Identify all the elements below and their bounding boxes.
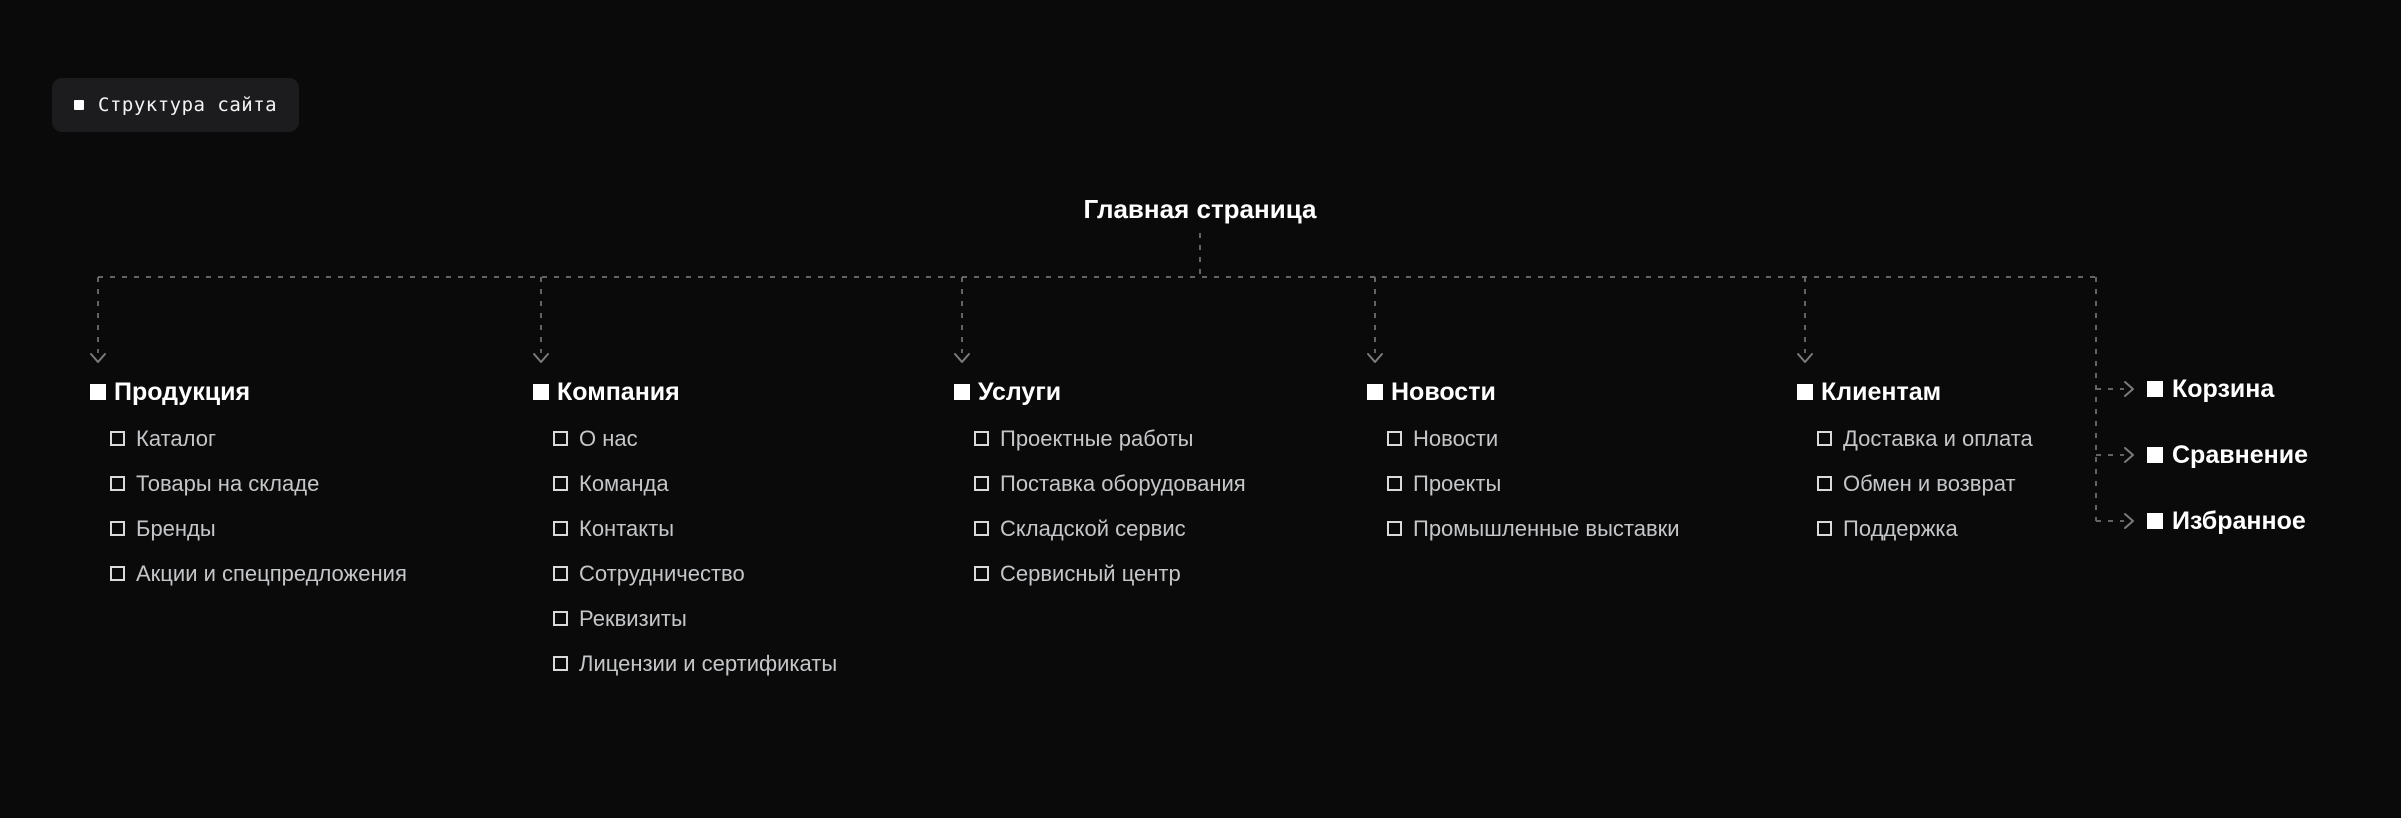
item-label: Контакты <box>579 515 675 541</box>
hollow-square-icon <box>110 521 125 536</box>
hollow-square-icon <box>974 521 989 536</box>
section-header[interactable]: Услуги <box>954 377 1246 407</box>
item-label: О нас <box>579 425 638 451</box>
item-label: Каталог <box>136 425 216 451</box>
quick-link-favorites[interactable]: Избранное <box>2147 507 2306 535</box>
hollow-square-icon <box>553 431 568 446</box>
filled-square-icon <box>1367 384 1383 400</box>
hollow-square-icon <box>974 476 989 491</box>
item-label: Доставка и оплата <box>1843 425 2033 451</box>
hollow-square-icon <box>1817 476 1832 491</box>
hollow-square-icon <box>1387 521 1402 536</box>
section-item[interactable]: Доставка и оплата <box>1817 425 2033 452</box>
hollow-square-icon <box>110 566 125 581</box>
hollow-square-icon <box>553 611 568 626</box>
section-item[interactable]: Промышленные выставки <box>1387 515 1680 542</box>
section-item[interactable]: Сотрудничество <box>553 560 837 587</box>
section-item[interactable]: Товары на складе <box>110 470 407 497</box>
section-item[interactable]: Складской сервис <box>974 515 1246 542</box>
section-label: Компания <box>557 377 680 406</box>
filled-square-icon <box>2147 381 2163 397</box>
section-item[interactable]: Лицензии и сертификаты <box>553 650 837 677</box>
hollow-square-icon <box>974 566 989 581</box>
section-item[interactable]: Каталог <box>110 425 407 452</box>
item-label: Товары на складе <box>136 470 320 496</box>
hollow-square-icon <box>553 521 568 536</box>
item-label: Команда <box>579 470 669 496</box>
item-label: Поддержка <box>1843 515 1958 541</box>
section-item[interactable]: Сервисный центр <box>974 560 1246 587</box>
item-label: Промышленные выставки <box>1413 515 1680 541</box>
structure-badge[interactable]: Структура сайта <box>52 78 300 132</box>
section-company: Компания О нас Команда Контакты Сотрудни… <box>533 377 837 677</box>
item-label: Реквизиты <box>579 605 687 631</box>
section-item[interactable]: Проектные работы <box>974 425 1246 452</box>
quick-link-label: Избранное <box>2172 506 2306 535</box>
item-label: Обмен и возврат <box>1843 470 2016 496</box>
item-label: Новости <box>1413 425 1499 451</box>
item-label: Проекты <box>1413 470 1502 496</box>
hollow-square-icon <box>1387 476 1402 491</box>
hollow-square-icon <box>553 476 568 491</box>
section-label: Продукция <box>114 377 251 406</box>
filled-square-icon <box>533 384 549 400</box>
section-item[interactable]: Контакты <box>553 515 837 542</box>
quick-link-label: Сравнение <box>2172 440 2308 469</box>
section-item[interactable]: Бренды <box>110 515 407 542</box>
item-label: Бренды <box>136 515 216 541</box>
section-item[interactable]: Новости <box>1387 425 1680 452</box>
hollow-square-icon <box>110 431 125 446</box>
filled-square-icon <box>90 384 106 400</box>
section-clients: Клиентам Доставка и оплата Обмен и возвр… <box>1797 377 2033 542</box>
section-label: Клиентам <box>1821 377 1942 406</box>
section-item[interactable]: Поддержка <box>1817 515 2033 542</box>
section-products: Продукция Каталог Товары на складе Бренд… <box>90 377 407 587</box>
item-label: Сервисный центр <box>1000 560 1181 586</box>
filled-square-icon <box>2147 513 2163 529</box>
hollow-square-icon <box>974 431 989 446</box>
hollow-square-icon <box>110 476 125 491</box>
quick-link-compare[interactable]: Сравнение <box>2147 441 2308 469</box>
filled-square-icon <box>1797 384 1813 400</box>
section-item[interactable]: Проекты <box>1387 470 1680 497</box>
filled-square-icon <box>954 384 970 400</box>
hollow-square-icon <box>1817 431 1832 446</box>
section-item[interactable]: О нас <box>553 425 837 452</box>
hollow-square-icon <box>553 656 568 671</box>
section-item[interactable]: Команда <box>553 470 837 497</box>
square-bullet-icon <box>74 100 84 110</box>
section-item[interactable]: Обмен и возврат <box>1817 470 2033 497</box>
item-label: Акции и спецпредложения <box>136 560 407 586</box>
section-item[interactable]: Поставка оборудования <box>974 470 1246 497</box>
section-header[interactable]: Продукция <box>90 377 407 407</box>
hollow-square-icon <box>553 566 568 581</box>
section-item[interactable]: Реквизиты <box>553 605 837 632</box>
item-label: Проектные работы <box>1000 425 1194 451</box>
filled-square-icon <box>2147 447 2163 463</box>
root-page-node[interactable]: Главная страница <box>1083 194 1317 224</box>
item-label: Складской сервис <box>1000 515 1186 541</box>
section-label: Услуги <box>978 377 1062 406</box>
section-services: Услуги Проектные работы Поставка оборудо… <box>954 377 1246 587</box>
item-label: Лицензии и сертификаты <box>579 650 838 676</box>
section-header[interactable]: Компания <box>533 377 837 407</box>
item-label: Сотрудничество <box>579 560 745 586</box>
section-news: Новости Новости Проекты Промышленные выс… <box>1367 377 1680 542</box>
hollow-square-icon <box>1817 521 1832 536</box>
hollow-square-icon <box>1387 431 1402 446</box>
badge-label: Структура сайта <box>98 94 278 116</box>
section-item[interactable]: Акции и спецпредложения <box>110 560 407 587</box>
section-label: Новости <box>1391 377 1496 406</box>
item-label: Поставка оборудования <box>1000 470 1246 496</box>
section-header[interactable]: Новости <box>1367 377 1680 407</box>
quick-link-cart[interactable]: Корзина <box>2147 375 2274 403</box>
section-header[interactable]: Клиентам <box>1797 377 2033 407</box>
quick-link-label: Корзина <box>2172 374 2275 403</box>
